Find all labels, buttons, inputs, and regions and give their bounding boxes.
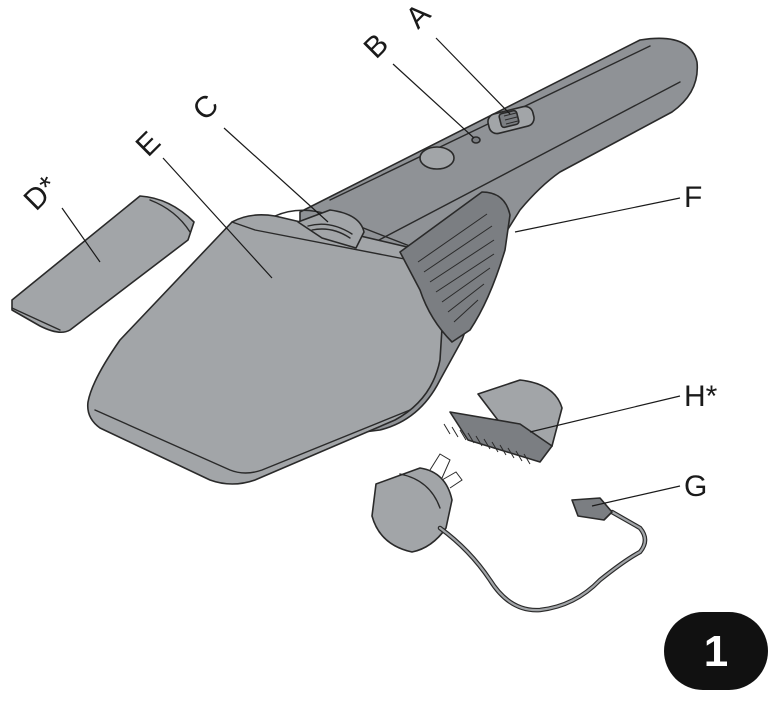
charging-indicator-light (471, 136, 481, 144)
leader-e (162, 157, 273, 279)
leader-c (223, 127, 329, 223)
leader-d (61, 207, 101, 263)
leader-b (392, 63, 475, 139)
leader-h (529, 395, 681, 433)
figure-number: 1 (704, 627, 728, 676)
label-e: E (130, 125, 167, 162)
bowl-release-button (297, 209, 365, 249)
crevice-tool (11, 195, 195, 334)
top-round-button (419, 146, 455, 170)
label-c: C (187, 88, 226, 127)
leader-lines (61, 37, 681, 507)
label-b: B (358, 27, 395, 64)
air-vent-grille (399, 191, 511, 343)
label-a: A (400, 0, 437, 35)
leader-f (514, 197, 681, 233)
label-d: D* (18, 170, 65, 217)
charger-adapter (371, 453, 648, 613)
label-g: G (684, 470, 707, 503)
label-f: F (684, 181, 702, 214)
leader-g (591, 485, 681, 507)
figure-number-background (664, 612, 768, 690)
vacuum-body (86, 37, 699, 485)
power-switch (487, 105, 535, 135)
figure-number-badge: 1 (664, 612, 768, 690)
brush-attachment (443, 379, 563, 465)
label-h: H* (684, 380, 718, 413)
leader-a (435, 37, 511, 115)
